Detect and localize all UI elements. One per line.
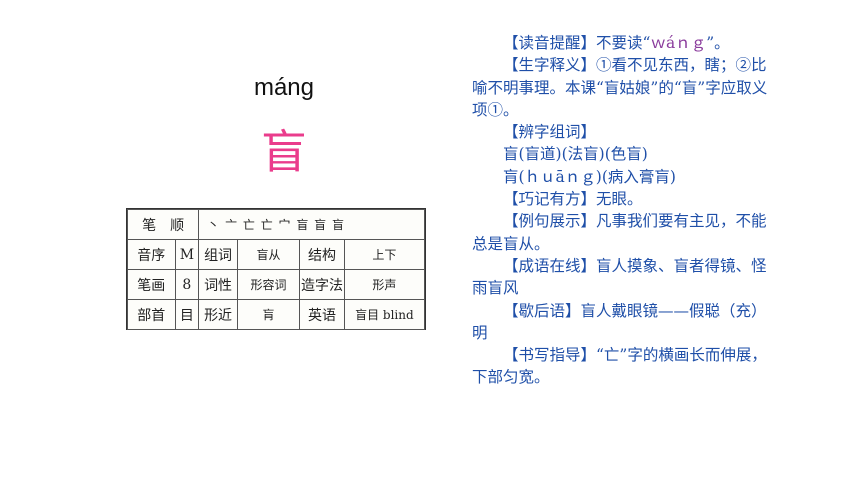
note-example-sentence: 【例句展示】凡事我们要有主见，不能总是盲从。 [472, 212, 767, 253]
cell-label: 形近 [198, 299, 238, 330]
cell-label: 结构 [299, 239, 345, 270]
note-word-group-2: 肓(ｈｕāｎｇ)(病入膏肓) [503, 167, 676, 186]
note-idioms: 【成语在线】盲人摸象、盲者得镜、怪雨盲风 [472, 256, 767, 298]
note-pronunciation-head: 【读音提醒】不要读“ [503, 34, 651, 52]
stroke-order-sequence: 丶 亠 亡 亡 宀 盲 盲 盲 [198, 209, 425, 240]
cell-label: 词性 [198, 269, 238, 300]
character-info-table: 笔 顺 丶 亠 亡 亡 宀 盲 盲 盲 音序 M 组词 盲从 结构 上下 笔画 … [126, 209, 426, 330]
cell-value: 肓 [236, 299, 301, 330]
character-notes: 【读音提醒】不要读“ｗáｎｇ”。 【生字释义】①看不见东西，瞎；②比喻不明事理。… [472, 32, 768, 389]
character-glyph: 盲 [261, 125, 307, 179]
note-pronunciation-tail: ”。 [706, 34, 730, 52]
cell-value: 盲从 [236, 239, 301, 270]
table-row: 部首 目 形近 肓 英语 盲目 blind [127, 299, 426, 330]
cell-label: 笔画 [127, 269, 176, 300]
character-info-card: 笔 顺 丶 亠 亡 亡 宀 盲 盲 盲 音序 M 组词 盲从 结构 上下 笔画 … [126, 208, 426, 330]
cell-value: 目 [174, 299, 200, 330]
cell-value: M [174, 239, 200, 270]
cell-value: 盲目 blind [343, 299, 426, 330]
table-row: 笔画 8 词性 形容词 造字法 形声 [127, 269, 426, 300]
note-distinguish-heading: 【辨字组词】 [503, 123, 597, 142]
cell-label: 音序 [127, 239, 176, 270]
stroke-order-row: 笔 顺 丶 亠 亡 亡 宀 盲 盲 盲 [126, 209, 425, 240]
note-definition: 【生字释义】①看不见东西，瞎；②比喻不明事理。本课“盲姑娘”的“盲”字应取义项①… [472, 56, 768, 119]
cell-label: 部首 [127, 299, 176, 330]
note-pronunciation: 【读音提醒】不要读“ｗáｎｇ”。 [472, 32, 768, 54]
cell-value: 8 [174, 269, 200, 300]
note-word-group-1: 盲(盲道)(法盲)(色盲) [503, 145, 648, 164]
table-row: 音序 M 组词 盲从 结构 上下 [127, 239, 426, 270]
cell-value: 上下 [343, 239, 426, 270]
note-writing-guide: 【书写指导】“亡”字的横画长而伸展，下部匀宽。 [472, 346, 767, 387]
cell-value: 形声 [343, 269, 426, 300]
cell-label: 组词 [198, 239, 238, 270]
stroke-order-label: 笔 顺 [126, 209, 200, 240]
cell-value: 形容词 [236, 269, 301, 300]
character-pinyin: máng [253, 74, 315, 101]
cell-label: 造字法 [299, 269, 345, 300]
note-memory-tip: 【巧记有方】无眼。 [503, 190, 643, 209]
note-xiehouyu: 【歇后语】盲人戴眼镜——假聪（充）明 [472, 301, 767, 342]
cell-label: 英语 [299, 299, 345, 330]
note-pronunciation-pinyin: ｗáｎｇ [650, 34, 707, 52]
